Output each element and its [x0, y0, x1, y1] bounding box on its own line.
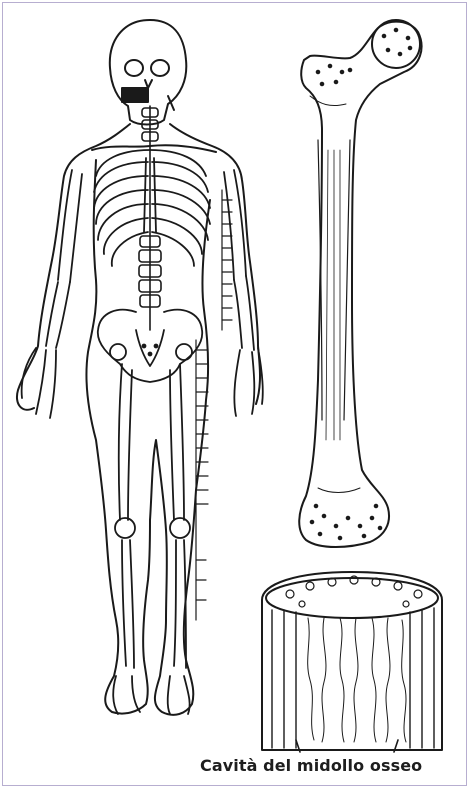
legs	[113, 364, 190, 714]
skull	[110, 20, 186, 125]
figure-caption: Cavità del midollo osseo	[200, 756, 468, 775]
clavicles	[92, 145, 216, 152]
body-outline	[17, 124, 260, 715]
femur-bone	[299, 20, 421, 547]
marrow-cavity-texture	[308, 618, 406, 742]
bone-cross-section	[262, 572, 442, 752]
human-skeleton-figure	[17, 20, 263, 715]
rib-cage	[94, 150, 210, 266]
